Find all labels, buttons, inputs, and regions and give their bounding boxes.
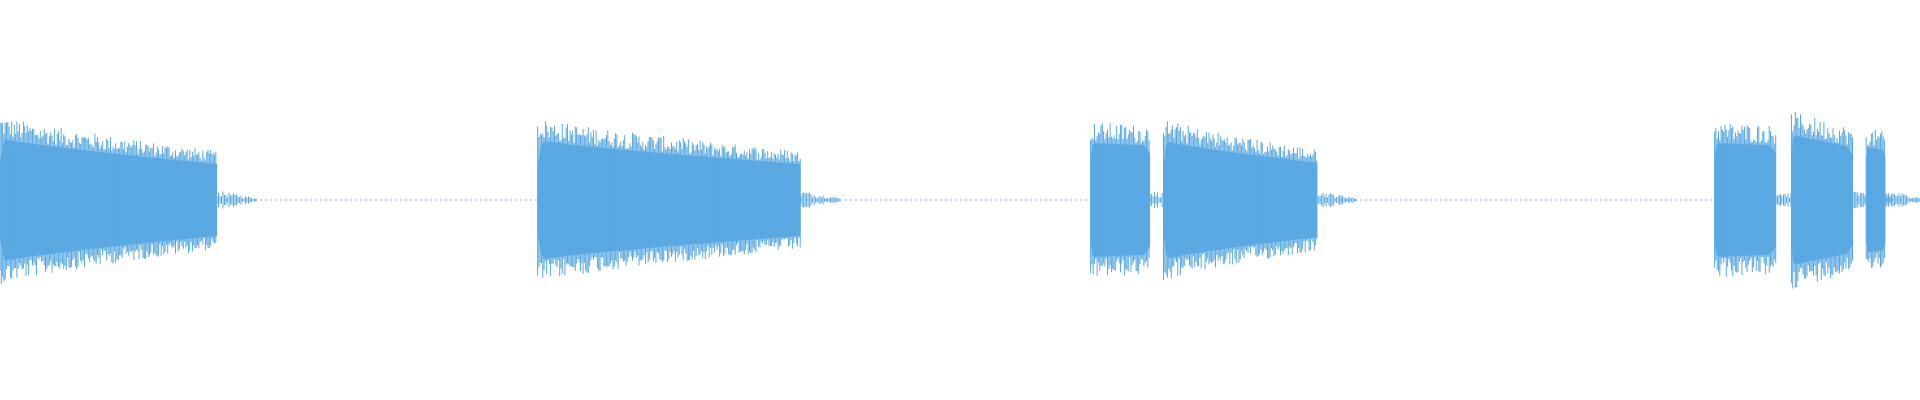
sound-burst-4 [1163,121,1357,281]
sound-burst-2-peaks [537,121,801,278]
waveform-layer [0,111,1920,289]
sound-burst-7-tail [1884,193,1920,207]
sound-burst-1-peaks [0,121,217,285]
sound-burst-3 [1090,123,1190,276]
sound-burst-4-tail [1316,192,1357,208]
sound-burst-7-peaks [1865,130,1885,268]
sound-burst-2-tail [800,192,841,208]
sound-burst-4-peaks [1163,121,1318,281]
sound-burst-1-tail [216,191,257,209]
sound-burst-6 [1790,111,1893,289]
sound-burst-7 [1865,130,1920,268]
sound-burst-5-peaks [1714,124,1777,277]
sound-burst-1 [0,121,257,285]
sound-burst-3-peaks [1090,123,1150,276]
sound-burst-2 [537,121,841,278]
sound-burst-6-peaks [1790,111,1853,289]
